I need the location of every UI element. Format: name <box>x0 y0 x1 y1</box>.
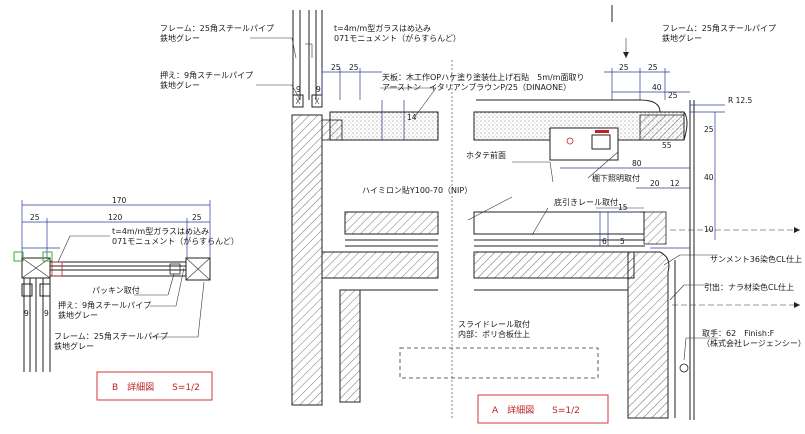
label-glass-b: t=4m/m型ガラスはめ込み <box>112 226 209 236</box>
dim-25-e: 25 <box>668 91 678 100</box>
dim-r125: R 12.5 <box>728 96 753 105</box>
dim-9-b: 9 <box>316 85 321 94</box>
label-handle: 取手：62 Finish:F <box>702 328 775 338</box>
dim-40-v: 40 <box>704 173 714 182</box>
wall-post <box>291 114 323 406</box>
label-press-top: 押え：9角スチールパイプ <box>160 70 253 80</box>
detail-a: 25 25 25 25 40 25 R 12.5 80 20 12 15 40 … <box>160 5 805 420</box>
dim-12: 12 <box>670 179 680 188</box>
dim-b-120: 120 <box>108 213 123 222</box>
dim-b-170: 170 <box>112 196 127 205</box>
label-press-top-2: 鉄地グレー <box>160 80 200 90</box>
title-a: A 詳細図 S=1/2 <box>492 404 580 416</box>
dim-25-v: 25 <box>704 125 714 134</box>
label-sanment: サンメント36染色CL仕上 <box>710 254 802 264</box>
label-slide-rail: スライドレール取付 <box>458 319 530 329</box>
title-b: B 詳細図 S=1/2 <box>112 381 200 393</box>
label-hotate: ホタテ前面 <box>466 150 506 160</box>
label-frame-b-2: 鉄地グレー <box>54 341 94 351</box>
label-packing: パッキン取付 <box>92 285 140 295</box>
label-press-b-2: 鉄地グレー <box>58 310 98 320</box>
dim-20: 20 <box>650 179 660 188</box>
dim-25-c: 25 <box>619 63 629 72</box>
dimension-lines-a <box>321 68 725 249</box>
light-fixture <box>549 127 619 161</box>
label-frame-top-right-2: 鉄地グレー <box>662 33 702 43</box>
drawer-front <box>627 251 670 419</box>
title-box-a: A 詳細図 S=1/2 <box>477 394 609 424</box>
dim-b-25-a: 25 <box>30 213 40 222</box>
dim-40: 40 <box>652 83 662 92</box>
dim-b-9-a: 9 <box>24 309 29 318</box>
dim-b-9-b: 9 <box>44 309 49 318</box>
detail-b: 170 25 120 25 9 9 <box>13 196 239 372</box>
label-haimiron: ハイミロン貼Y100-70（NIP） <box>362 185 472 195</box>
label-rail-bottom: 底引きレール取付 <box>554 197 618 207</box>
dim-15: 15 <box>618 203 628 212</box>
dim-6: 6 <box>602 237 607 246</box>
label-glass-top: t=4m/m型ガラスはめ込み <box>334 23 431 33</box>
top-board <box>329 111 439 141</box>
dim-9-a: 9 <box>296 85 301 94</box>
label-glass-top-2: 071モニュメント（がらすらんど） <box>334 33 461 43</box>
label-frame-top-left-2: 鉄地グレー <box>160 33 200 43</box>
handle <box>679 363 689 373</box>
label-hikidashi: 引出：ナラ材染色CL仕上 <box>704 282 794 292</box>
dim-25-d: 25 <box>648 63 658 72</box>
dim-10: 10 <box>704 225 714 234</box>
label-top-board: 天板：木工作OPハケ塗り塗装仕上げ石貼 5m/m面取り <box>382 72 585 82</box>
dim-55: 55 <box>662 141 672 150</box>
leader-lines-a <box>250 37 718 361</box>
label-glass-b-2: 071モニュメント（がらすらんど） <box>112 236 239 246</box>
label-lighting: 棚下照明取付 <box>592 173 640 183</box>
dim-25-b: 25 <box>349 63 359 72</box>
title-box-b: B 詳細図 S=1/2 <box>96 371 213 401</box>
label-handle-2: （株式会社レージェンシー） <box>702 338 805 348</box>
dim-5: 5 <box>620 237 625 246</box>
label-frame-top-right: フレーム：25角スチールパイプ <box>662 23 776 33</box>
dim-14: 14 <box>407 113 417 122</box>
label-frame-top-left: フレーム：25角スチールパイプ <box>160 23 274 33</box>
label-top-board-2: アーストン イタリアンブラウンP/25（DINAONE） <box>382 82 571 92</box>
dim-80: 80 <box>632 159 642 168</box>
label-press-b: 押え：9角スチールパイプ <box>58 300 151 310</box>
dim-b-25-b: 25 <box>192 213 202 222</box>
label-frame-b: フレーム：25角スチールパイプ <box>54 331 168 341</box>
dim-25-a: 25 <box>331 63 341 72</box>
label-slide-rail-2: 内部：ポリ合板仕上 <box>458 329 530 339</box>
